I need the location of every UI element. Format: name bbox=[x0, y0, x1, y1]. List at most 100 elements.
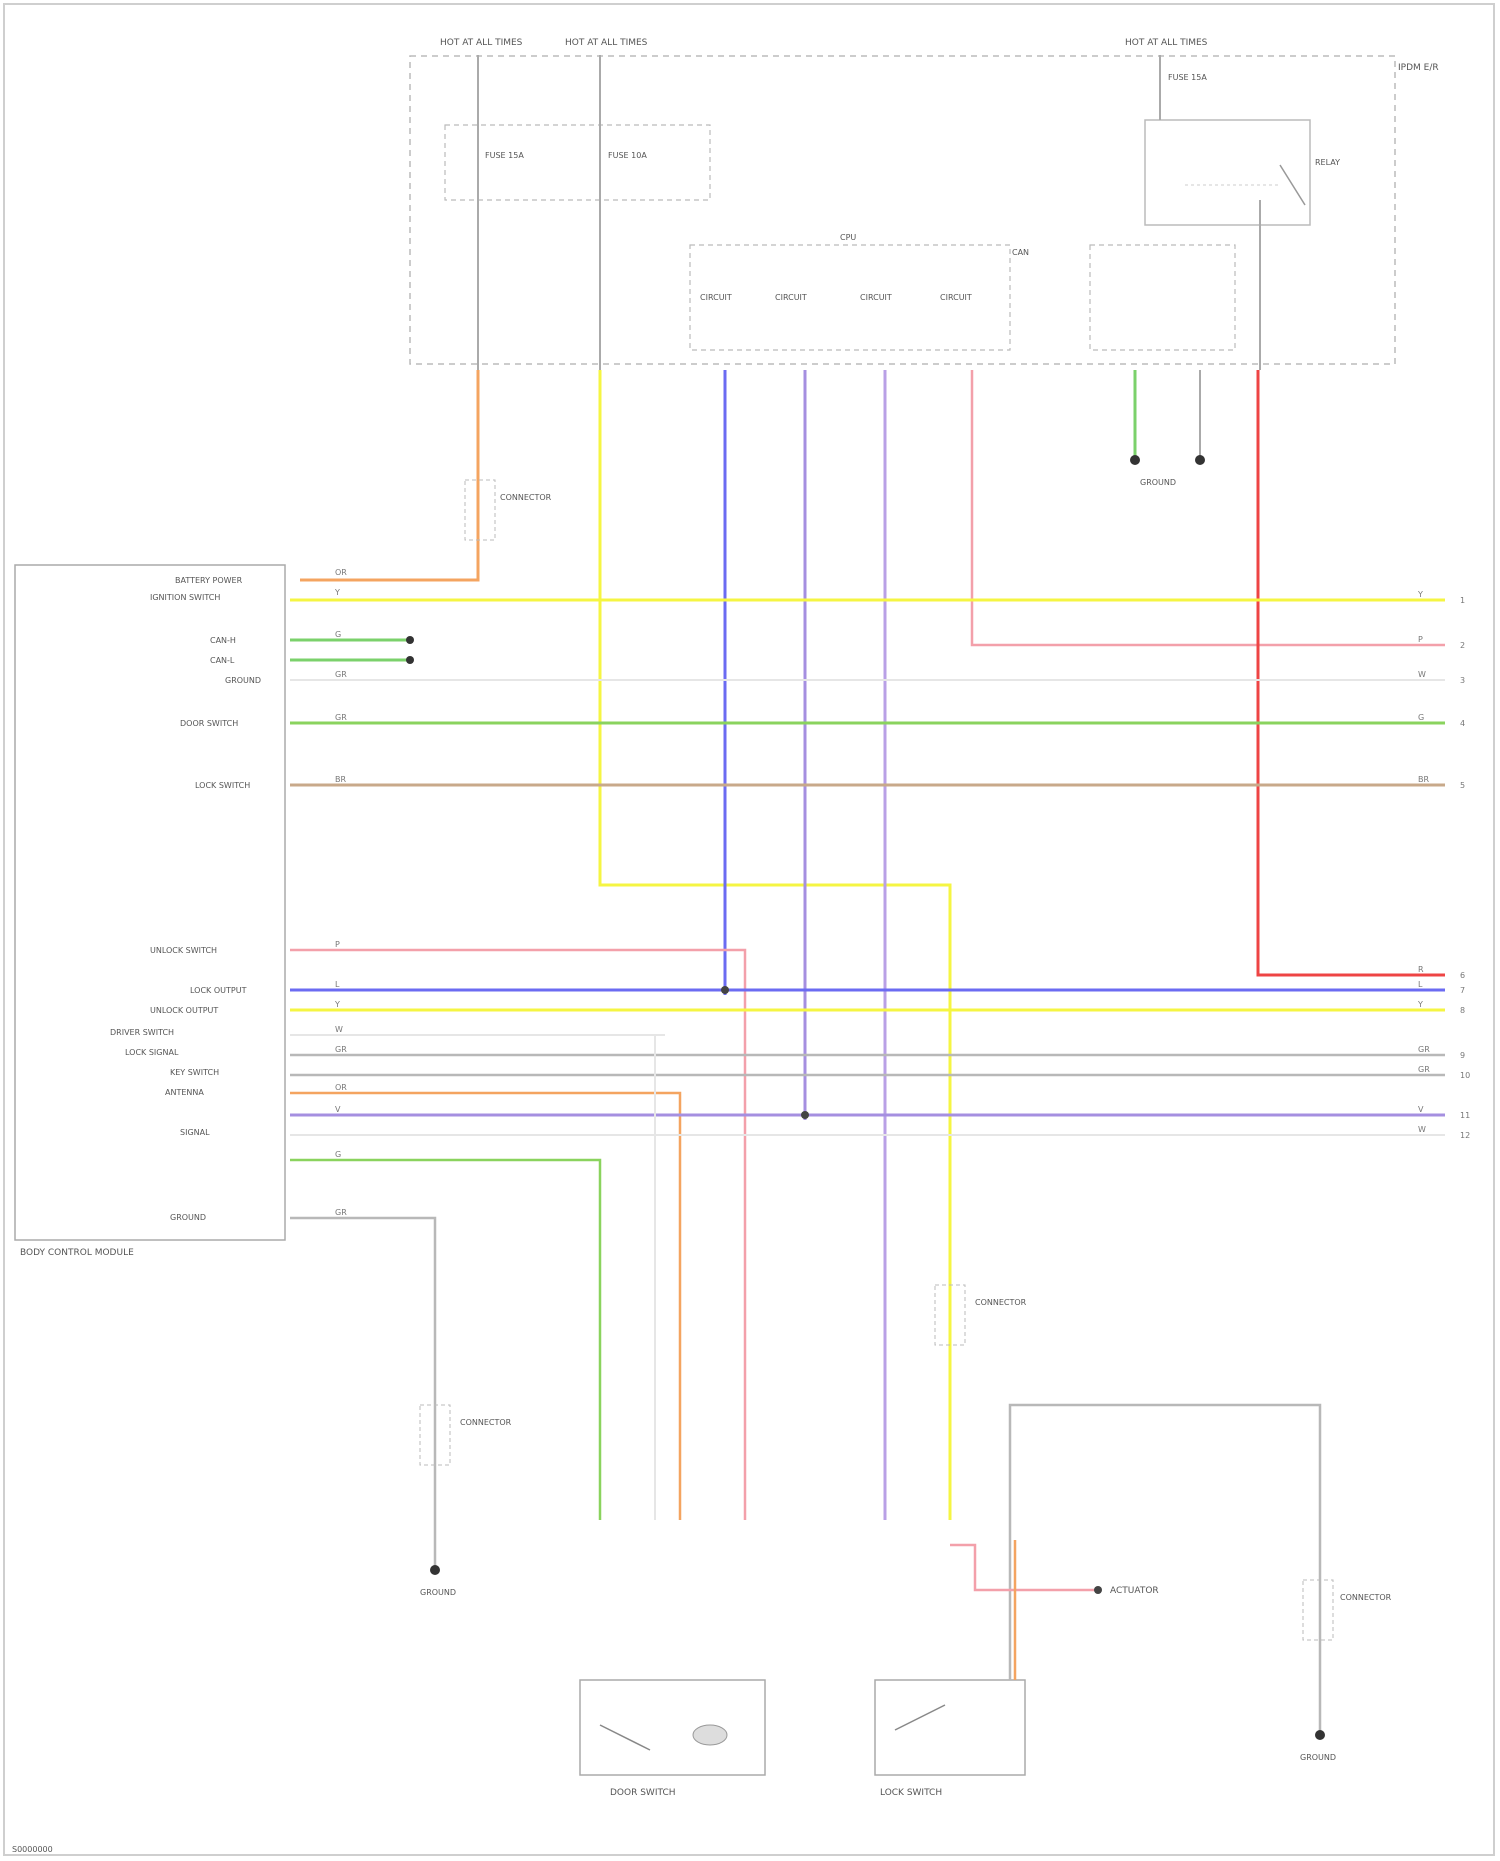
door-switch-contact bbox=[600, 1725, 650, 1750]
ground-bottom-right-node bbox=[1315, 1730, 1325, 1740]
right-code-3: W bbox=[1418, 670, 1426, 679]
source-label-3: HOT AT ALL TIMES bbox=[1125, 38, 1208, 48]
ground-node-d bbox=[406, 656, 414, 664]
switch-mid-label: LOCK SWITCH bbox=[880, 1788, 942, 1798]
wire-color-1: OR bbox=[335, 568, 347, 577]
connector-note-1: CONNECTOR bbox=[500, 493, 552, 502]
bcm-pin-12: LOCK SIGNAL bbox=[125, 1048, 179, 1057]
right-code-11: V bbox=[1418, 1105, 1424, 1114]
bcm-pin-16: GROUND bbox=[170, 1213, 206, 1222]
ground-bottom-left-node bbox=[430, 1565, 440, 1575]
bcm-label: BODY CONTROL MODULE bbox=[20, 1248, 134, 1258]
wire-color-10: GR bbox=[335, 1045, 347, 1054]
right-num-6: 6 bbox=[1460, 971, 1465, 980]
ground-node-a bbox=[1130, 455, 1140, 465]
right-num-1: 1 bbox=[1460, 596, 1465, 605]
bcm-box bbox=[15, 565, 285, 1240]
relay-label: RELAY bbox=[1315, 158, 1340, 167]
connector-box-1 bbox=[465, 480, 495, 540]
wire-color-12: OR bbox=[335, 1083, 347, 1092]
wire-h-orange-2 bbox=[290, 1093, 680, 1520]
bcm-pin-11: DRIVER SWITCH bbox=[110, 1028, 174, 1037]
bcm-pin-15: SIGNAL bbox=[180, 1128, 210, 1137]
circuit-label-2: CIRCUIT bbox=[775, 293, 807, 302]
wire-color-3: G bbox=[335, 630, 341, 639]
bcm-pin-14: ANTENNA bbox=[165, 1088, 204, 1097]
wire-color-15: GR bbox=[335, 1208, 347, 1217]
wire-color-6: BR bbox=[335, 775, 346, 784]
can-box bbox=[1090, 245, 1235, 350]
wire-color-2: Y bbox=[334, 588, 340, 597]
connector-note-2: CONNECTOR bbox=[975, 1298, 1027, 1307]
bcm-pin-7: LOCK SWITCH bbox=[195, 781, 250, 790]
right-num-9: 9 bbox=[1460, 1051, 1465, 1060]
right-code-6: R bbox=[1418, 965, 1424, 974]
wire-orange-top bbox=[300, 370, 478, 580]
junction-2 bbox=[801, 1111, 809, 1119]
lock-switch-box bbox=[875, 1680, 1025, 1775]
right-code-8: Y bbox=[1417, 1000, 1423, 1009]
right-num-2: 2 bbox=[1460, 641, 1465, 650]
bcm-pin-10: UNLOCK OUTPUT bbox=[150, 1006, 218, 1015]
right-code-1: Y bbox=[1417, 590, 1423, 599]
wire-color-5: GR bbox=[335, 713, 347, 722]
right-code-2: P bbox=[1418, 635, 1423, 644]
connector-note-4: CONNECTOR bbox=[1340, 1593, 1392, 1602]
right-num-7: 7 bbox=[1460, 986, 1465, 995]
ground-node-c bbox=[406, 636, 414, 644]
circuit-label-3: CIRCUIT bbox=[860, 293, 892, 302]
bcm-pin-4: CAN-L bbox=[210, 656, 235, 665]
source-label-1: HOT AT ALL TIMES bbox=[440, 38, 523, 48]
bcm-pin-8: UNLOCK SWITCH bbox=[150, 946, 217, 955]
switch-left-label: DOOR SWITCH bbox=[610, 1788, 676, 1798]
source-label-2: HOT AT ALL TIMES bbox=[565, 38, 648, 48]
junction-1 bbox=[721, 986, 729, 994]
wire-color-11: W bbox=[335, 1025, 343, 1034]
bcm-pin-1: BATTERY POWER bbox=[175, 576, 243, 585]
bcm-pin-13: KEY SWITCH bbox=[170, 1068, 219, 1077]
wire-color-8: L bbox=[335, 980, 340, 989]
connector-box-4 bbox=[1303, 1580, 1333, 1640]
connector-note-3: CONNECTOR bbox=[460, 1418, 512, 1427]
right-code-10: GR bbox=[1418, 1065, 1430, 1074]
can-label: CAN bbox=[1012, 248, 1029, 257]
fuse-c-label: FUSE 15A bbox=[1168, 73, 1207, 82]
right-code-5: BR bbox=[1418, 775, 1429, 784]
right-code-4: G bbox=[1418, 713, 1424, 722]
ipdm-box bbox=[410, 56, 1395, 364]
bcm-pin-3: CAN-H bbox=[210, 636, 236, 645]
actuator-node bbox=[1094, 1586, 1102, 1594]
wire-color-4: GR bbox=[335, 670, 347, 679]
ground-bottom-left-label: GROUND bbox=[420, 1588, 456, 1597]
right-num-8: 8 bbox=[1460, 1006, 1465, 1015]
right-num-10: 10 bbox=[1460, 1071, 1470, 1080]
cpu-label: CPU bbox=[840, 233, 856, 242]
wire-color-13: V bbox=[335, 1105, 341, 1114]
ground-label-top: GROUND bbox=[1140, 478, 1176, 487]
footer-id: S0000000 bbox=[12, 1845, 53, 1854]
wire-color-14: G bbox=[335, 1150, 341, 1159]
relay-switch bbox=[1280, 165, 1305, 205]
right-code-7: L bbox=[1418, 980, 1423, 989]
right-num-11: 11 bbox=[1460, 1111, 1470, 1120]
wire-pink-actuator bbox=[950, 1545, 1095, 1590]
device-right-label: ACTUATOR bbox=[1110, 1586, 1159, 1596]
wire-red bbox=[1258, 370, 1445, 975]
circuit-label-1: CIRCUIT bbox=[700, 293, 732, 302]
bcm-pin-6: DOOR SWITCH bbox=[180, 719, 238, 728]
wire-h-gray-3 bbox=[290, 1218, 435, 1570]
wire-yellow-main bbox=[600, 370, 950, 1520]
right-code-12: W bbox=[1418, 1125, 1426, 1134]
lock-switch-contact bbox=[895, 1705, 945, 1730]
ground-bottom-right-label: GROUND bbox=[1300, 1753, 1336, 1762]
door-switch-motor-icon bbox=[693, 1725, 727, 1745]
circuit-label-4: CIRCUIT bbox=[940, 293, 972, 302]
right-code-9: GR bbox=[1418, 1045, 1430, 1054]
ground-node-b bbox=[1195, 455, 1205, 465]
right-num-5: 5 bbox=[1460, 781, 1465, 790]
ipdm-box-label: IPDM E/R bbox=[1398, 63, 1439, 73]
bcm-pin-9: LOCK OUTPUT bbox=[190, 986, 247, 995]
fuse-b-label: FUSE 10A bbox=[608, 151, 647, 160]
